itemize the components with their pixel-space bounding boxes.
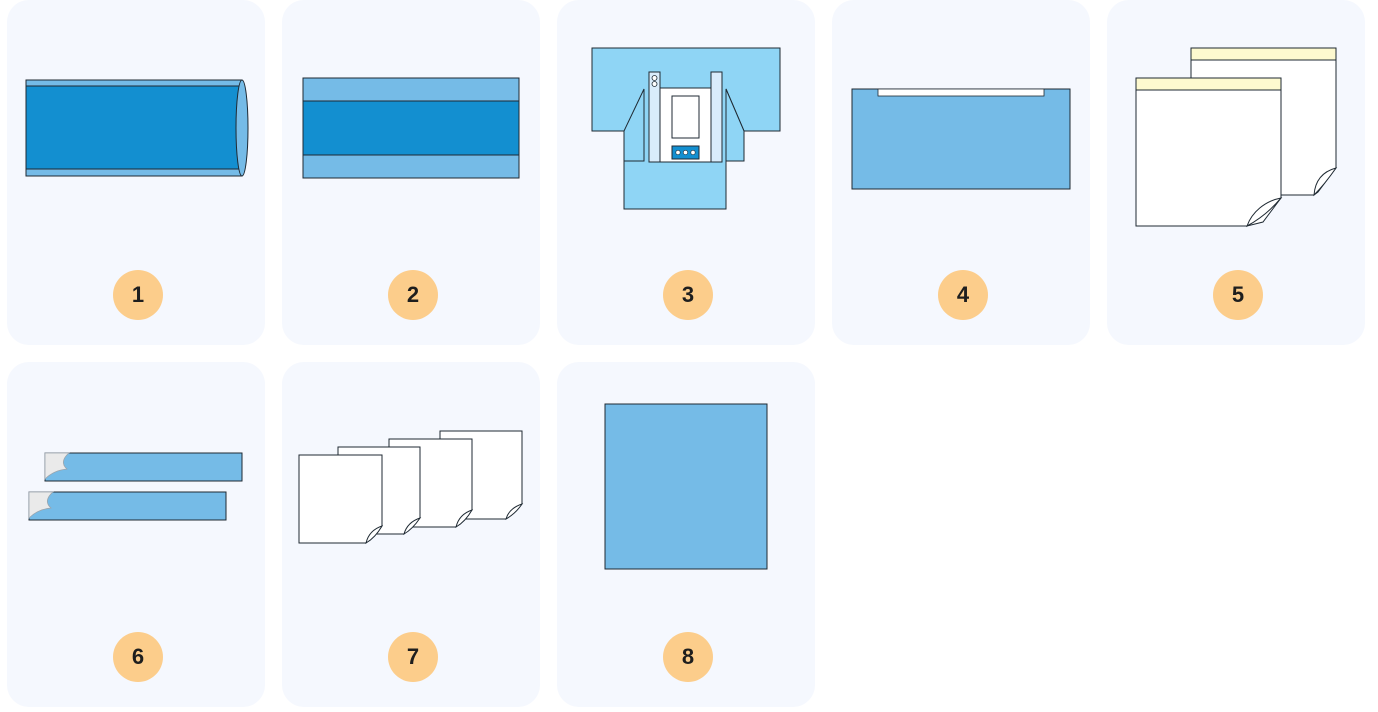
item-card-7[interactable]: 7 bbox=[282, 362, 540, 707]
item-number-badge: 2 bbox=[388, 270, 438, 320]
item-card-4[interactable]: 4 bbox=[832, 0, 1090, 345]
item-number-badge: 3 bbox=[663, 270, 713, 320]
surgical-gown-drape-icon bbox=[557, 0, 815, 250]
blue-square-drape-icon bbox=[557, 362, 815, 612]
adhesive-paper-sheets-icon bbox=[1107, 0, 1365, 250]
item-number-badge: 6 bbox=[113, 632, 163, 682]
item-number-badge: 7 bbox=[388, 632, 438, 682]
item-card-2[interactable]: 2 bbox=[282, 0, 540, 345]
item-number-badge: 5 bbox=[1213, 270, 1263, 320]
striped-blue-drape-icon bbox=[282, 0, 540, 250]
adhesive-blue-drape-icon bbox=[832, 0, 1090, 250]
paper-towels-stack-icon bbox=[282, 362, 540, 612]
item-card-5[interactable]: 5 bbox=[1107, 0, 1365, 345]
rolled-blue-drape-icon bbox=[7, 0, 265, 250]
adhesive-tape-strips-icon bbox=[7, 362, 265, 612]
item-card-8[interactable]: 8 bbox=[557, 362, 815, 707]
item-number-badge: 4 bbox=[938, 270, 988, 320]
item-card-1[interactable]: 1 bbox=[7, 0, 265, 345]
item-number-badge: 1 bbox=[113, 270, 163, 320]
item-card-3[interactable]: 3 bbox=[557, 0, 815, 345]
item-card-6[interactable]: 6 bbox=[7, 362, 265, 707]
item-number-badge: 8 bbox=[663, 632, 713, 682]
